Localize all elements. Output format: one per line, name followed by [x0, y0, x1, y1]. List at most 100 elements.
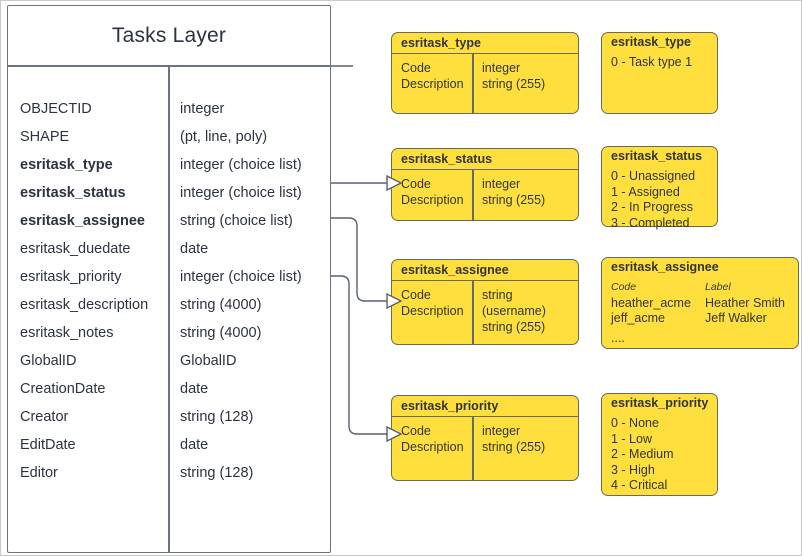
value-item: 4 - Critical — [611, 478, 668, 492]
field-name: GlobalID — [20, 353, 77, 369]
schema-field-type: integer — [482, 424, 521, 438]
table-row: esritask_notes string (4000) — [8, 319, 330, 347]
field-type: string (choice list) — [180, 213, 293, 229]
value-item: 3 - Completed — [611, 215, 690, 230]
schema-field-name: Description — [401, 304, 464, 318]
connector-priority — [331, 275, 387, 435]
schema-field-type: string (255) — [482, 440, 546, 454]
schema-field-type: string (255) — [482, 320, 546, 334]
field-name: Editor — [20, 465, 58, 481]
column-divider — [168, 65, 170, 552]
value-item: 1 - Low — [611, 431, 652, 446]
field-name: esritask_type — [20, 157, 113, 173]
value-item: 1 - Assigned — [611, 184, 680, 199]
schema-field-type: string (255) — [482, 77, 546, 91]
table-row: esritask_priority integer (choice list) — [8, 263, 330, 291]
schema-field-name: Description — [401, 440, 464, 454]
field-type: (pt, line, poly) — [180, 129, 268, 145]
schema-column-divider — [472, 54, 474, 113]
field-name: esritask_duedate — [20, 241, 131, 257]
table-row: EditDate date — [8, 431, 330, 459]
schema-field-type: integer — [482, 177, 521, 191]
schema-field-name: Code — [401, 288, 431, 302]
field-name: OBJECTID — [20, 101, 92, 117]
field-name: esritask_description — [20, 297, 149, 313]
schema-field-type: string (username) — [482, 288, 546, 318]
value-ellipsis: .... — [611, 330, 625, 345]
value-item: 0 - Unassigned — [611, 169, 696, 183]
table-row: esritask_duedate date — [8, 235, 330, 263]
value-subheader-label: Label — [705, 281, 731, 293]
value-label: Heather Smith — [705, 295, 785, 310]
value-code: jeff_acme — [611, 311, 665, 325]
schema-column-divider — [472, 170, 474, 220]
field-type: date — [180, 437, 209, 453]
schema-field-type: string (255) — [482, 193, 546, 207]
field-type: date — [180, 381, 209, 397]
field-type: GlobalID — [180, 353, 237, 369]
value-box-title: esritask_priority — [611, 396, 709, 410]
schema-field-types: string (username) string (255) — [482, 287, 578, 335]
schema-column-divider — [472, 281, 474, 344]
schema-field-types: integer string (255) — [482, 176, 545, 208]
value-item: 0 - None — [611, 416, 659, 430]
field-type: string (4000) — [180, 297, 262, 313]
value-label: Jeff Walker — [705, 311, 767, 325]
schema-column-divider — [472, 417, 474, 480]
field-name: EditDate — [20, 437, 76, 453]
schema-field-types: integer string (255) — [482, 423, 545, 455]
value-subheader-code: Code — [611, 281, 637, 293]
field-name: esritask_priority — [20, 269, 122, 285]
schema-field-type: integer — [482, 61, 521, 75]
schema-box-title: esritask_type — [392, 33, 578, 54]
schema-field-name: Code — [401, 177, 431, 191]
value-item: 0 - Task type 1 — [611, 55, 693, 69]
table-row: SHAPE(pt, line, poly) — [8, 123, 330, 151]
schema-field-name: Code — [401, 424, 431, 438]
field-name: esritask_assignee — [20, 213, 145, 229]
value-box-esritask-type[interactable]: esritask_type 0 - Task type 1 — [601, 32, 718, 114]
value-subheader: Code Label — [611, 280, 792, 296]
field-type: string (4000) — [180, 325, 262, 341]
field-type: date — [180, 241, 209, 257]
field-type: integer (choice list) — [180, 269, 302, 285]
schema-field-name: Description — [401, 193, 464, 207]
schema-box-title: esritask_priority — [392, 396, 578, 417]
field-name: esritask_status — [20, 185, 126, 201]
value-pair-row: jeff_acme Jeff Walker — [611, 311, 792, 327]
field-name: esritask_notes — [20, 325, 114, 341]
page-title: Tasks Layer — [111, 23, 227, 47]
value-item: 3 - High — [611, 462, 655, 477]
value-item: 2 - In Progress — [611, 200, 693, 214]
schema-field-name: Code — [401, 61, 431, 75]
value-box-title: esritask_type — [611, 35, 691, 49]
schema-box-title: esritask_assignee — [392, 260, 578, 281]
value-box-title: esritask_status — [611, 149, 703, 163]
field-type: integer (choice list) — [180, 157, 302, 173]
table-row: esritask_assignee string (choice list) — [8, 207, 330, 235]
schema-field-types: integer string (255) — [482, 60, 545, 92]
table-row: GlobalID GlobalID — [8, 347, 330, 375]
value-box-title: esritask_assignee — [611, 260, 719, 274]
